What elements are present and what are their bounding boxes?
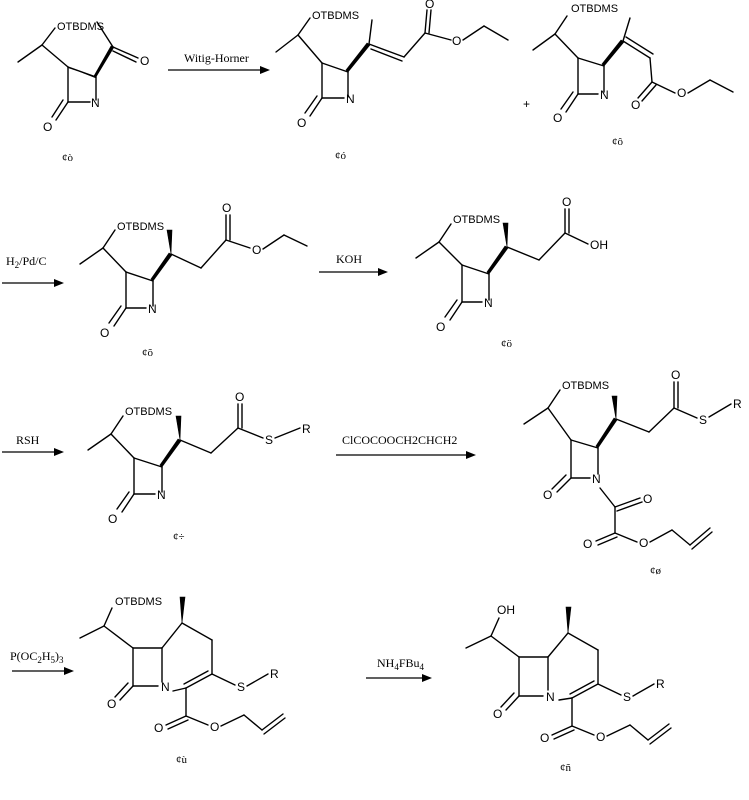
o-label: O xyxy=(452,34,461,48)
reagent-label: P(OC2H5)3 xyxy=(10,649,64,665)
otbdms-label: OTBDMS xyxy=(125,406,172,418)
o-label: O xyxy=(436,320,445,334)
o-label: O xyxy=(154,721,163,735)
n-label: N xyxy=(148,302,157,316)
compound-1: OTBDMS N O O ¢ò xyxy=(17,21,149,164)
o-label: O xyxy=(235,390,244,404)
compound-id: ¢ø xyxy=(650,565,662,577)
compound-id: ¢÷ xyxy=(173,531,185,543)
n-label: N xyxy=(91,96,100,110)
o-label: O xyxy=(540,731,549,745)
n-label: N xyxy=(546,690,555,704)
o-label: O xyxy=(107,697,116,711)
s-label: S xyxy=(265,433,273,447)
reagent-label: ClCOCOOCH2CHCH2 xyxy=(342,433,457,447)
otbdms-label: OTBDMS xyxy=(571,3,618,15)
reagent-label: RSH xyxy=(16,433,40,447)
otbdms-label: OTBDMS xyxy=(562,380,609,392)
o-label: O xyxy=(583,537,592,551)
reaction-arrow: NH4FBu4 xyxy=(366,656,432,682)
n-label: N xyxy=(157,488,166,502)
o-label: O xyxy=(140,54,149,68)
r-label: R xyxy=(733,397,742,411)
s-label: S xyxy=(699,413,707,427)
o-label: O xyxy=(631,98,640,112)
reagent-label: KOH xyxy=(336,252,362,266)
plus-sign: + xyxy=(523,97,530,111)
s-label: S xyxy=(623,690,631,704)
compound-9: OH N O S R O O ¢ñ xyxy=(465,603,672,774)
n-label: N xyxy=(600,88,609,102)
reaction-arrow: ClCOCOOCH2CHCH2 xyxy=(336,433,476,459)
otbdms-label: OTBDMS xyxy=(312,10,359,22)
otbdms-label: OTBDMS xyxy=(57,21,104,33)
compound-3: OTBDMS N O O O ¢ô xyxy=(532,3,734,148)
o-label: O xyxy=(596,730,605,744)
compound-id: ¢ó xyxy=(335,150,347,162)
o-label: O xyxy=(425,0,434,11)
compound-2: OTBDMS N O O O ¢ó xyxy=(275,0,509,162)
s-label: S xyxy=(237,680,245,694)
reaction-arrow: H2/Pd/C xyxy=(2,254,64,287)
o-label: O xyxy=(222,201,231,215)
r-label: R xyxy=(656,677,665,691)
otbdms-label: OTBDMS xyxy=(117,221,164,233)
o-label: O xyxy=(553,111,562,125)
o-label: O xyxy=(297,116,306,130)
o-label: O xyxy=(543,488,552,502)
o-label: O xyxy=(562,195,571,209)
reaction-arrow: RSH xyxy=(2,433,64,456)
o-label: O xyxy=(100,326,109,340)
compound-id: ¢õ xyxy=(142,347,154,359)
o-label: O xyxy=(677,86,686,100)
compound-id: ¢ù xyxy=(176,754,188,766)
n-label: N xyxy=(592,472,601,486)
compound-id: ¢ö xyxy=(501,338,513,350)
n-label: N xyxy=(484,296,493,310)
compound-id: ¢ò xyxy=(62,152,74,164)
compound-id: ¢ô xyxy=(612,136,624,148)
otbdms-label: OTBDMS xyxy=(453,214,500,226)
n-label: N xyxy=(346,92,355,106)
r-label: R xyxy=(270,667,279,681)
o-label: O xyxy=(493,707,502,721)
reagent-label: Witig-Horner xyxy=(184,51,249,65)
oh-label: OH xyxy=(590,238,608,252)
reagent-label: H2/Pd/C xyxy=(6,254,47,270)
reaction-arrow: Witig-Horner xyxy=(168,51,270,74)
o-label: O xyxy=(210,720,219,734)
o-label: O xyxy=(639,536,648,550)
otbdms-label: OTBDMS xyxy=(115,596,162,608)
reaction-arrow: P(OC2H5)3 xyxy=(10,649,74,675)
reaction-arrow: KOH xyxy=(319,252,388,276)
reagent-label: NH4FBu4 xyxy=(377,656,425,672)
o-label: O xyxy=(643,492,652,506)
o-label: O xyxy=(43,120,52,134)
n-label: N xyxy=(161,680,170,694)
compound-7: OTBDMS N O O S R O O O xyxy=(523,368,742,577)
compound-6: OTBDMS N O O S R ¢÷ xyxy=(87,390,311,543)
compound-id: ¢ñ xyxy=(560,762,572,774)
o-label: O xyxy=(108,512,117,526)
oh-label: OH xyxy=(497,603,515,617)
o-label: O xyxy=(252,243,261,257)
o-label: O xyxy=(671,368,680,382)
compound-8: OTBDMS N O S R O O ¢ù xyxy=(79,596,286,766)
compound-4: OTBDMS N O O O ¢õ xyxy=(79,201,308,359)
compound-5: OTBDMS N O O OH ¢ö xyxy=(415,195,608,350)
r-label: R xyxy=(302,422,311,436)
